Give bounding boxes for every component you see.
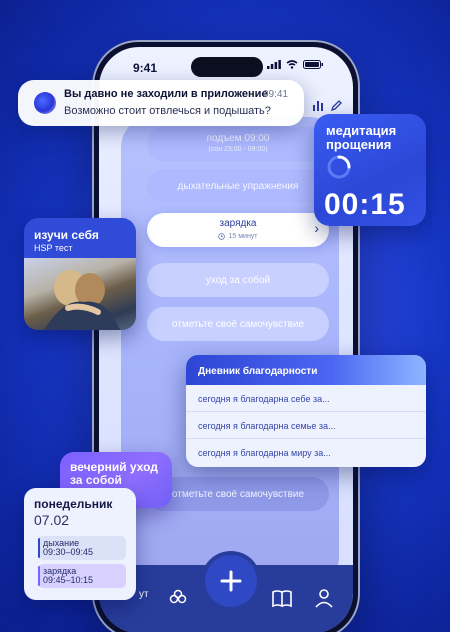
status-bar: 9:41 (99, 47, 353, 81)
progress-ring-icon (327, 155, 351, 179)
notification-title: Вы давно не заходили в приложение (64, 88, 268, 100)
tab-label-partial: ут (139, 589, 149, 600)
stats-icon[interactable] (313, 99, 327, 111)
slot-name: дыхание (43, 538, 80, 548)
status-time: 9:41 (133, 61, 158, 75)
schedule-item-breathing[interactable]: дыхательные упражнения (147, 169, 329, 203)
phone-screen: 9:41 (99, 47, 353, 632)
schedule-item-label: уход за собой (205, 274, 271, 286)
battery-icon (303, 60, 323, 69)
chevron-right-icon: › (314, 220, 319, 236)
tab-book-icon[interactable] (271, 587, 293, 609)
slot-name: зарядка (43, 566, 77, 576)
photo-illustration (44, 270, 120, 330)
tab-profile-icon[interactable] (313, 587, 335, 609)
diary-entry-world[interactable]: сегодня я благодарна миру за... (198, 448, 331, 458)
app-logo-icon (34, 92, 56, 114)
meditation-timer: 00:15 (324, 188, 406, 221)
tab-bar: ут (99, 555, 353, 632)
schedule-item-label: зарядка (219, 218, 257, 229)
status-icons (267, 60, 323, 69)
hsp-subtitle: HSP тест (34, 243, 73, 253)
weekday-label: понедельник (34, 497, 113, 511)
schedule-item-selfcare[interactable]: уход за собой (147, 263, 329, 297)
meditation-card[interactable]: медитация прощения 00:15 (314, 114, 426, 226)
schedule-item-label: отметьте своё самочувствие (171, 318, 305, 330)
clock-icon (218, 233, 226, 240)
meditation-title: медитация прощения (326, 123, 397, 152)
evening-title: вечерний уход за собой (70, 460, 158, 487)
hugging-photo (24, 258, 136, 330)
schedule-item-exercise[interactable]: зарядка 15 минут › (147, 213, 329, 247)
time-slot[interactable]: дыхание 09:30–09:45 (38, 536, 126, 560)
add-button[interactable] (205, 555, 257, 607)
hsp-title: изучи себя (34, 228, 99, 242)
duration-text: 15 минут (228, 233, 258, 240)
diary-entry-self[interactable]: сегодня я благодарна себе за... (186, 385, 426, 412)
notification-time: 09:41 (262, 89, 288, 100)
edit-icon[interactable] (331, 99, 343, 111)
schedule-item-label: дыхательные упражнения (177, 180, 299, 192)
push-notification[interactable]: Вы давно не заходили в приложение 09:41 … (18, 80, 304, 126)
diary-entry-family[interactable]: сегодня я благодарна семье за... (186, 412, 426, 439)
schedule-item-wakeup[interactable]: подъем 09:00 (сон 23:00 - 09:00) (147, 127, 329, 161)
time-slot[interactable]: зарядка 09:45–10:15 (38, 564, 126, 588)
schedule-item-label: отметьте своё самочувствие (171, 488, 305, 500)
hsp-test-card[interactable]: изучи себя HSP тест (24, 218, 136, 330)
tab-flower-icon[interactable] (167, 587, 189, 609)
plus-icon (220, 570, 242, 592)
schedule-item-duration: 15 минут (218, 231, 258, 242)
signal-icon (267, 60, 281, 69)
schedule-item-sub: (сон 23:00 - 09:00) (208, 146, 268, 153)
schedule-item-label: подъем 09:00 (206, 133, 270, 144)
day-schedule-card[interactable]: понедельник 07.02 дыхание 09:30–09:45 за… (24, 488, 136, 600)
schedule-item-mood-evening[interactable]: отметьте своё самочувствие (147, 477, 329, 511)
schedule-item-mood[interactable]: отметьте своё самочувствие (147, 307, 329, 341)
notification-body: Возможно стоит отвлечься и подышать? (64, 105, 271, 117)
slot-time: 09:30–09:45 (43, 547, 94, 557)
dynamic-island (191, 57, 263, 77)
date-label: 07.02 (34, 512, 70, 528)
slot-time: 09:45–10:15 (43, 575, 94, 585)
wifi-icon (286, 60, 298, 69)
diary-title: Дневник благодарности (186, 355, 426, 385)
gratitude-diary-card[interactable]: Дневник благодарности сегодня я благодар… (186, 355, 426, 467)
